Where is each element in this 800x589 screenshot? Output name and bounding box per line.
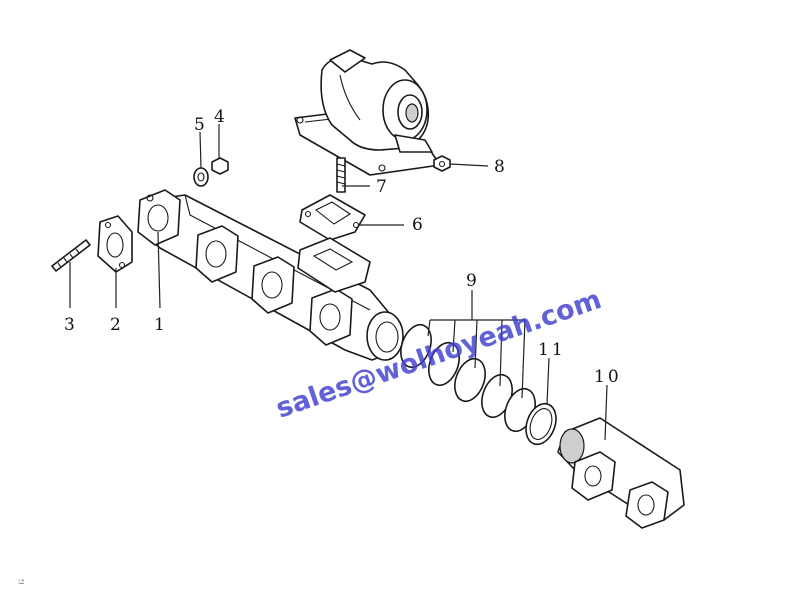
callout-9: 9 [466,271,477,291]
exhaust-manifold-1 [137,189,404,361]
gasket-6 [299,194,366,241]
callout-10: 10 [594,367,622,387]
callout-3: 3 [64,315,75,335]
turbocharger [294,49,441,176]
callout-2: 2 [110,315,121,335]
callout-1: 1 [154,315,165,335]
callout-11: 11 [538,340,566,360]
callout-6: 6 [412,215,423,235]
stud-bolt-7 [336,157,346,193]
nut-8 [433,155,451,172]
corner-mark: ය [18,577,25,587]
nut-4 [211,157,229,175]
exhaust-pipe-10 [557,417,685,529]
gasket-2 [97,215,133,273]
bolt-3 [51,239,91,272]
sealing-ring-11 [525,402,557,446]
leader-lines [69,124,608,441]
callout-8: 8 [494,157,505,177]
callout-7: 7 [376,177,387,197]
callout-4: 4 [214,107,225,127]
washer-5 [193,167,209,187]
callout-5: 5 [194,115,205,135]
